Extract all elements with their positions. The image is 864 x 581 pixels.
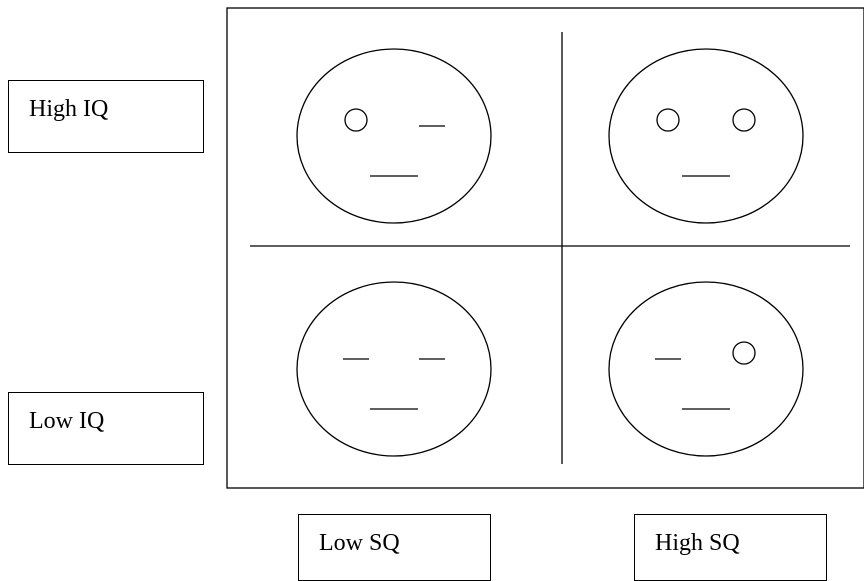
- left-eye-open: [656, 108, 680, 132]
- face-bottom-right: [608, 281, 804, 457]
- right-eye-open: [732, 341, 756, 365]
- face-outline: [296, 281, 492, 457]
- left-eye-open: [344, 108, 368, 132]
- face-outline: [296, 48, 492, 224]
- high-sq-text: High SQ: [655, 530, 740, 556]
- face-outline: [608, 48, 804, 224]
- low-iq-text: Low IQ: [29, 408, 105, 434]
- face-bottom-left: [296, 281, 492, 457]
- face-top-right: [608, 48, 804, 224]
- high-iq-label: High IQ: [8, 80, 204, 153]
- low-sq-label: Low SQ: [298, 514, 491, 581]
- high-iq-text: High IQ: [29, 96, 109, 122]
- face-outline: [608, 281, 804, 457]
- low-iq-label: Low IQ: [8, 392, 204, 465]
- face-top-left: [296, 48, 492, 224]
- right-eye-open: [732, 108, 756, 132]
- low-sq-text: Low SQ: [319, 530, 400, 556]
- high-sq-label: High SQ: [634, 514, 827, 581]
